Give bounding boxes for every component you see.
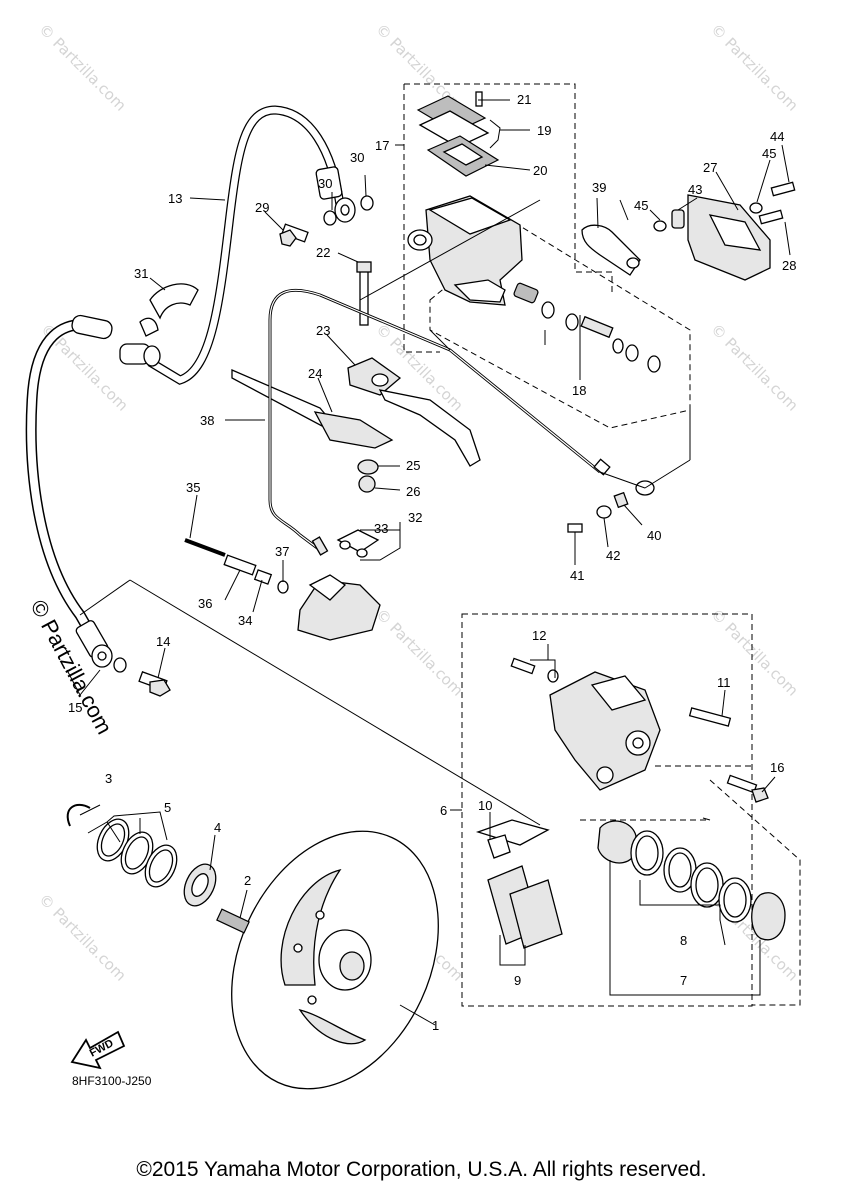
callout-30a: 30	[318, 176, 332, 191]
callout-36: 36	[198, 596, 212, 611]
callout-8: 8	[680, 933, 687, 948]
small-hardware	[567, 491, 629, 533]
callout-39: 39	[592, 180, 606, 195]
callout-34: 34	[238, 613, 252, 628]
copyright-notice: ©2015 Yamaha Motor Corporation, U.S.A. A…	[136, 1158, 707, 1181]
callout-44: 44	[770, 129, 784, 144]
callout-7: 7	[680, 973, 687, 988]
callout-20: 20	[533, 163, 547, 178]
hose-clamp	[139, 283, 199, 337]
callout-9: 9	[514, 973, 521, 988]
callout-23: 23	[316, 323, 330, 338]
callout-numbers: 1 2 3 4 5 6 7 8 9 10 11 12 13 14 15 16 1…	[68, 92, 796, 1033]
watermark: © Partzilla.com	[707, 20, 802, 115]
callout-40: 40	[647, 528, 661, 543]
callout-42: 42	[606, 548, 620, 563]
parking-caliper	[184, 529, 381, 641]
callout-26: 26	[406, 484, 420, 499]
callout-15: 15	[68, 700, 82, 715]
callout-38: 38	[200, 413, 214, 428]
watermark: © Partzilla.com	[35, 890, 130, 985]
union-bolts	[279, 195, 374, 247]
callout-19: 19	[537, 123, 551, 138]
callout-5: 5	[164, 800, 171, 815]
fwd-arrow-icon: FWD	[70, 1030, 126, 1070]
callout-14: 14	[156, 634, 170, 649]
callout-31: 31	[134, 266, 148, 281]
callout-16: 16	[770, 760, 784, 775]
callout-33: 33	[374, 521, 388, 536]
callout-17: 17	[375, 138, 389, 153]
callout-30b: 30	[350, 150, 364, 165]
brake-hose	[25, 105, 356, 668]
callout-29: 29	[255, 200, 269, 215]
watermark: © Partzilla.com	[372, 605, 467, 700]
callout-12: 12	[532, 628, 546, 643]
drawing-code: 8HF3100-J250	[72, 1074, 152, 1088]
brake-pads	[475, 819, 563, 949]
callout-1: 1	[432, 1018, 439, 1033]
callout-28: 28	[782, 258, 796, 273]
callout-21: 21	[517, 92, 531, 107]
callout-2: 2	[244, 873, 251, 888]
parking-bracket	[581, 181, 796, 281]
callout-43: 43	[688, 182, 702, 197]
hub-hardware	[66, 803, 250, 934]
callout-41: 41	[570, 568, 584, 583]
watermark: © Partzilla.com	[35, 20, 130, 115]
callout-18: 18	[572, 383, 586, 398]
callout-45b: 45	[634, 198, 648, 213]
caliper-pistons	[597, 820, 786, 941]
front-caliper	[510, 657, 769, 803]
callout-25: 25	[406, 458, 420, 473]
nut	[357, 459, 379, 475]
callout-22: 22	[316, 245, 330, 260]
callout-32: 32	[408, 510, 422, 525]
callout-11: 11	[717, 675, 731, 690]
callout-10: 10	[478, 798, 492, 813]
callout-24: 24	[308, 366, 322, 381]
callout-13: 13	[168, 191, 182, 206]
callout-6: 6	[440, 803, 447, 818]
brake-disc	[231, 830, 439, 1090]
brake-lever	[231, 357, 481, 467]
watermark: © Partzilla.com	[707, 320, 802, 415]
callout-4: 4	[214, 820, 221, 835]
callout-37: 37	[275, 544, 289, 559]
cables	[268, 288, 655, 556]
callout-45a: 45	[762, 146, 776, 161]
callout-35: 35	[186, 480, 200, 495]
piston-kit	[513, 282, 661, 373]
callout-3: 3	[105, 771, 112, 786]
union-bolt-lower	[113, 657, 171, 697]
collar	[358, 475, 376, 493]
callout-27: 27	[703, 160, 717, 175]
leader-lines	[66, 99, 791, 1026]
